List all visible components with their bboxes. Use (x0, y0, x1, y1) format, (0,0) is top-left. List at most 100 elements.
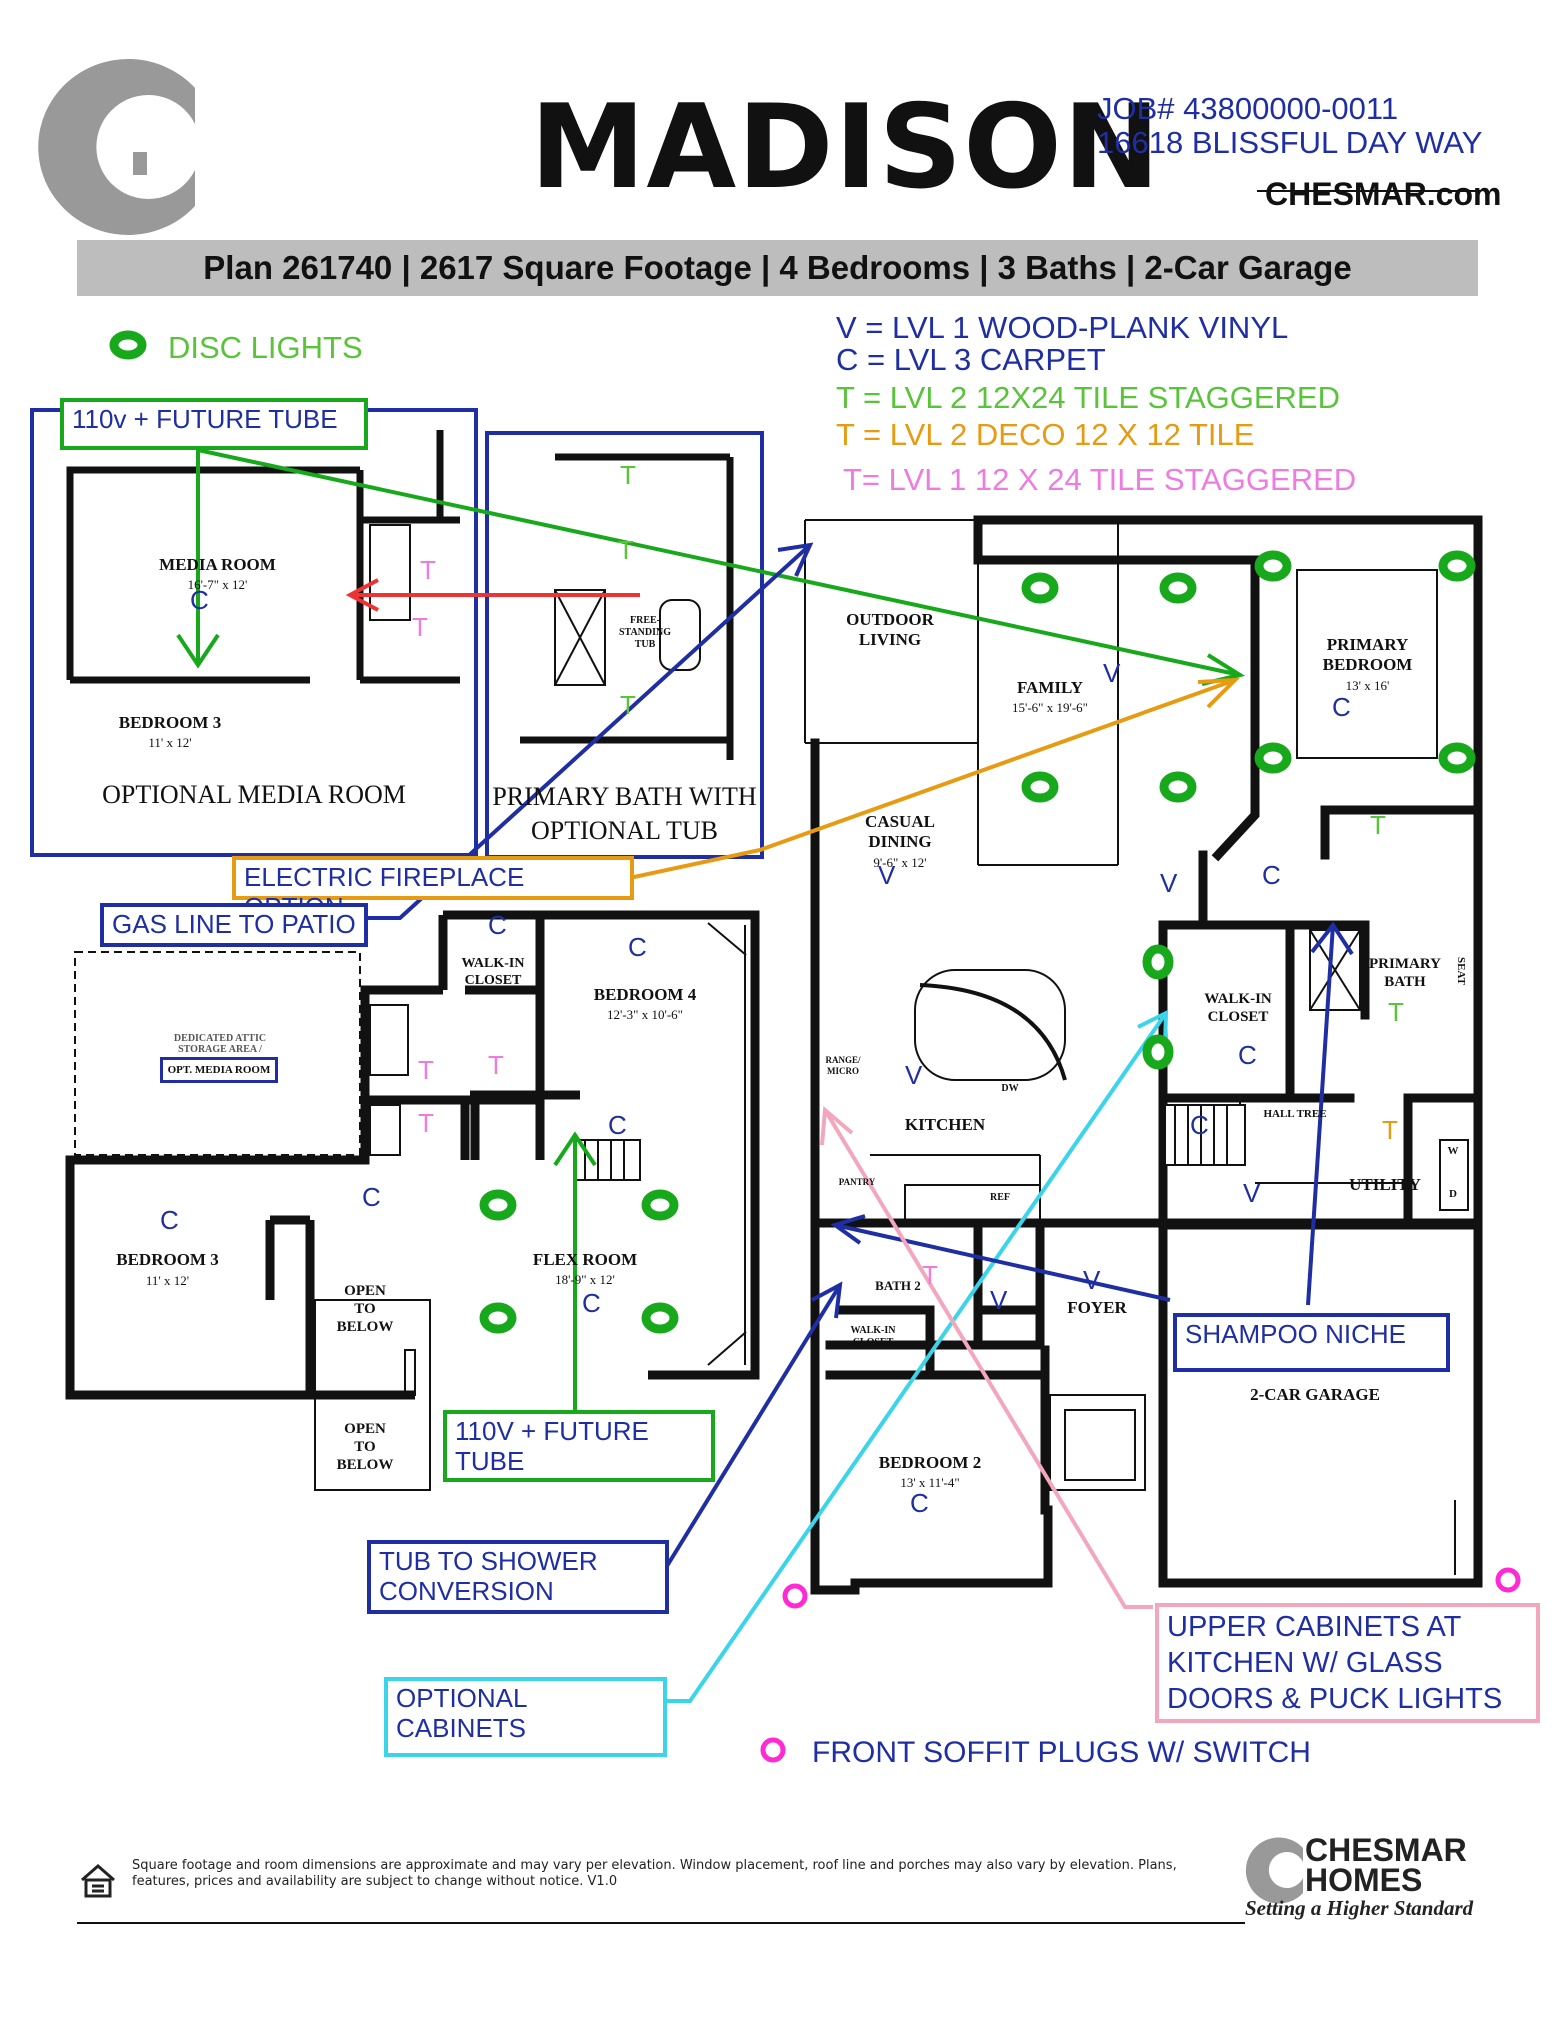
flooring-marker: V (1103, 658, 1121, 688)
room-family: FAMILY (1016, 678, 1084, 697)
room-bed2: BEDROOM 2 (878, 1453, 982, 1472)
callout-shampoo: SHAMPOO NICHE (1173, 1313, 1450, 1372)
room-bed3: BEDROOM 3 (116, 1250, 219, 1269)
job-address: 16618 BLISSFUL DAY WAY (1097, 125, 1483, 160)
flooring-marker: V (1083, 1265, 1101, 1295)
job-number: JOB# 43800000-0011 (1097, 91, 1399, 126)
chesmar-logo-bottom (1245, 1837, 1303, 1904)
flooring-marker: V (1243, 1178, 1261, 1208)
room-kitchen: KITCHEN (904, 1115, 986, 1134)
flooring-marker: C (1238, 1040, 1257, 1070)
website-link[interactable]: CHESMAR.com (1265, 176, 1502, 212)
flooring-marker: T (1382, 1115, 1398, 1145)
flooring-marker: T (1370, 810, 1386, 840)
flooring-marker: T (418, 1108, 434, 1138)
room-bed4: BEDROOM 4 (593, 985, 697, 1004)
flooring-marker: C (628, 932, 647, 962)
room-bed3-dim: 11' x 12' (145, 1273, 190, 1288)
flooring-marker: C (910, 1488, 929, 1518)
flooring-marker: T (420, 555, 436, 585)
flooring-marker: V (878, 860, 896, 890)
flooring-marker: C (488, 910, 507, 940)
room-pantry: PANTRY (838, 1177, 876, 1187)
inset-media-title: OPTIONAL MEDIA ROOM (102, 780, 406, 809)
legend-t-green: T = LVL 2 12X24 TILE STAGGERED (836, 380, 1340, 415)
room-hall-tree: HALL TREE (1263, 1108, 1327, 1120)
flooring-marker: C (582, 1288, 601, 1318)
flooring-marker: T (620, 690, 636, 720)
legend-v: V = LVL 1 WOOD-PLANK VINYL (836, 310, 1289, 345)
legend-t-pink: T= LVL 1 12 X 24 TILE STAGGERED (843, 462, 1357, 497)
room-primary-bed-dim: 13' x 16' (1345, 678, 1390, 693)
flooring-marker: T (618, 535, 634, 565)
legend-soffit: FRONT SOFFIT PLUGS W/ SWITCH (812, 1736, 1311, 1769)
disc-light-legend (109, 330, 147, 360)
job-info: JOB# 43800000-0011 16618 BLISSFUL DAY WA… (1097, 92, 1482, 160)
flooring-marker: T (620, 460, 636, 490)
chesmar-logo-top (38, 59, 196, 236)
room-d: D (1449, 1188, 1457, 1200)
room-utility: UTILITY (1349, 1175, 1421, 1194)
room-w: W (1447, 1145, 1459, 1157)
room-media: MEDIA ROOM (159, 555, 276, 574)
legend-disc-lights: DISC LIGHTS (168, 330, 363, 365)
legend-c: C = LVL 3 CARPET (836, 342, 1106, 377)
flooring-marker: C (1262, 860, 1281, 890)
room-flex: FLEX ROOM (532, 1250, 638, 1269)
flooring-marker: T (1388, 997, 1404, 1027)
plan-title: MADISON (530, 80, 1161, 215)
equal-housing-icon (81, 1864, 115, 1898)
room-bed3-inset-dim: 11' x 12' (148, 735, 192, 750)
flooring-marker: T (922, 1260, 938, 1290)
footer-tagline: Setting a Higher Standard (1245, 1896, 1474, 1920)
soffit-legend-icon (760, 1737, 786, 1763)
callout-fireplace: ELECTRIC FIREPLACE OPTION (232, 856, 634, 922)
flooring-marker: C (1190, 1110, 1209, 1140)
flooring-marker: V (905, 1060, 923, 1090)
flooring-marker: T (412, 612, 428, 642)
flooring-marker: V (990, 1285, 1008, 1315)
room-dw: DW (1001, 1083, 1019, 1094)
room-bed4-dim: 12'-3" x 10'-6" (607, 1007, 683, 1022)
room-bed3-inset: BEDROOM 3 (118, 713, 222, 732)
room-flex-dim: 18'-9" x 12' (555, 1272, 615, 1287)
room-casual-dim: 9'-6" x 12' (873, 855, 927, 870)
flooring-marker: V (1160, 868, 1178, 898)
flooring-marker: C (190, 585, 209, 615)
room-attic-opt: OPT. MEDIA ROOM (160, 1057, 278, 1083)
flooring-marker: C (362, 1182, 381, 1212)
room-garage: 2-CAR GARAGE (1250, 1385, 1380, 1404)
room-bath2: BATH 2 (875, 1278, 921, 1293)
room-family-dim: 15'-6" x 19'-6" (1012, 700, 1088, 715)
room-ref: REF (990, 1192, 1010, 1203)
flooring-marker: C (160, 1205, 179, 1235)
plan-banner: Plan 261740 | 2617 Square Footage | 4 Be… (77, 240, 1478, 296)
room-foyer: FOYER (1067, 1298, 1127, 1317)
room-seat: SEAT (1455, 957, 1467, 985)
room-bed2-dim: 13' x 11'-4" (900, 1475, 960, 1490)
flooring-marker: C (608, 1110, 627, 1140)
flooring-marker: T (418, 1055, 434, 1085)
flooring-marker: C (1332, 692, 1351, 722)
room-media-dim: 16'-7" x 12' (187, 577, 248, 592)
callout-gas-line: GAS LINE TO PATIO (100, 903, 368, 947)
room-range: RANGE/MICRO (825, 1055, 861, 1076)
flooring-marker: T (488, 1050, 504, 1080)
